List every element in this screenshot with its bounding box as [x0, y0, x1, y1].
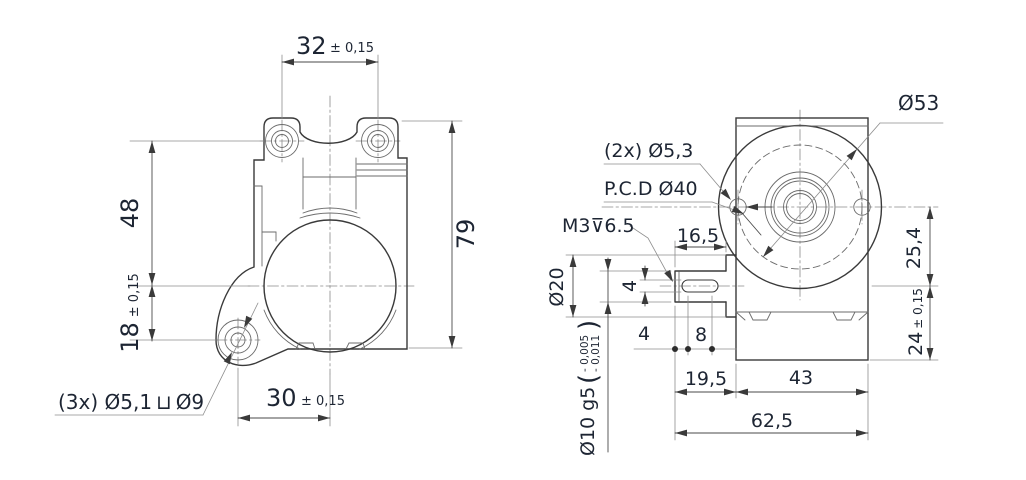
- fit-tol-lower: - 0,011: [590, 335, 602, 372]
- tapped-hole-label: M3⊽6.5: [562, 215, 635, 237]
- dim-62-5-label: 62,5: [751, 410, 793, 432]
- front-view-centerlines: [215, 95, 415, 375]
- counterbore-icon: ⊔: [156, 390, 172, 414]
- side-view-dots: [672, 346, 715, 352]
- fit-open-paren: (: [574, 374, 604, 384]
- fit-tol-upper: - 0,005: [579, 335, 591, 372]
- dim-30-label: 30: [266, 384, 297, 412]
- front-view-dim-lines: [54, 54, 463, 427]
- dim-boss-dia-label: Ø20: [546, 267, 568, 306]
- side-view-centerlines: [601, 109, 939, 301]
- dim-48-label: 48: [116, 198, 144, 229]
- flange-holes-label: (2x) Ø5,3: [604, 140, 693, 162]
- side-view-details: [678, 125, 871, 321]
- front-view-arrows: [148, 58, 456, 422]
- shaft-fit-label: Ø10 g5 ( - 0,005 - 0,011 ): [574, 320, 604, 456]
- side-view-labels: Ø53 (2x) Ø5,3 P.C.D Ø40 M3⊽6.5 16,5 Ø20 …: [546, 91, 939, 456]
- dim-32-label: 32: [296, 32, 327, 60]
- side-view-body: [674, 117, 883, 361]
- fit-close-paren: ): [574, 320, 604, 330]
- dim-25-4-label: 25,4: [903, 227, 925, 269]
- front-view-dim-lines2: [151, 61, 453, 419]
- svg-text:Ø10 g5: Ø10 g5: [577, 387, 599, 456]
- dim-18-label: 18± 0,15: [116, 273, 144, 353]
- front-view-body: [215, 117, 408, 367]
- dim-32-tolerance: ± 0,15: [330, 41, 374, 56]
- dim-19-5-label: 19,5: [685, 368, 727, 390]
- dim-16-5-label: 16,5: [677, 225, 719, 247]
- front-view-labels: 32 ± 0,15 48 18± 0,15 79 30 ± 0,15 (3x) …: [58, 32, 480, 414]
- front-view: 32 ± 0,15 48 18± 0,15 79 30 ± 0,15 (3x) …: [54, 32, 480, 427]
- dim-24-label: 24± 0,15: [905, 288, 927, 356]
- front-view-details: [217, 124, 408, 361]
- housing-dia-label: Ø53: [898, 91, 939, 115]
- dim-key-width-label: 4: [619, 280, 641, 292]
- dim-key-offset-label: 4: [638, 323, 650, 345]
- dim-key-length-label: 8: [695, 324, 707, 346]
- dim-30-tolerance: ± 0,15: [301, 394, 345, 409]
- dim-43-label: 43: [789, 367, 813, 389]
- dim-79-label: 79: [452, 219, 480, 250]
- side-view: Ø53 (2x) Ø5,3 P.C.D Ø40 M3⊽6.5 16,5 Ø20 …: [546, 91, 944, 456]
- mount-holes-note: (3x) Ø5,1⊔Ø9: [58, 390, 204, 414]
- pitch-circle-label: P.C.D Ø40: [604, 178, 698, 200]
